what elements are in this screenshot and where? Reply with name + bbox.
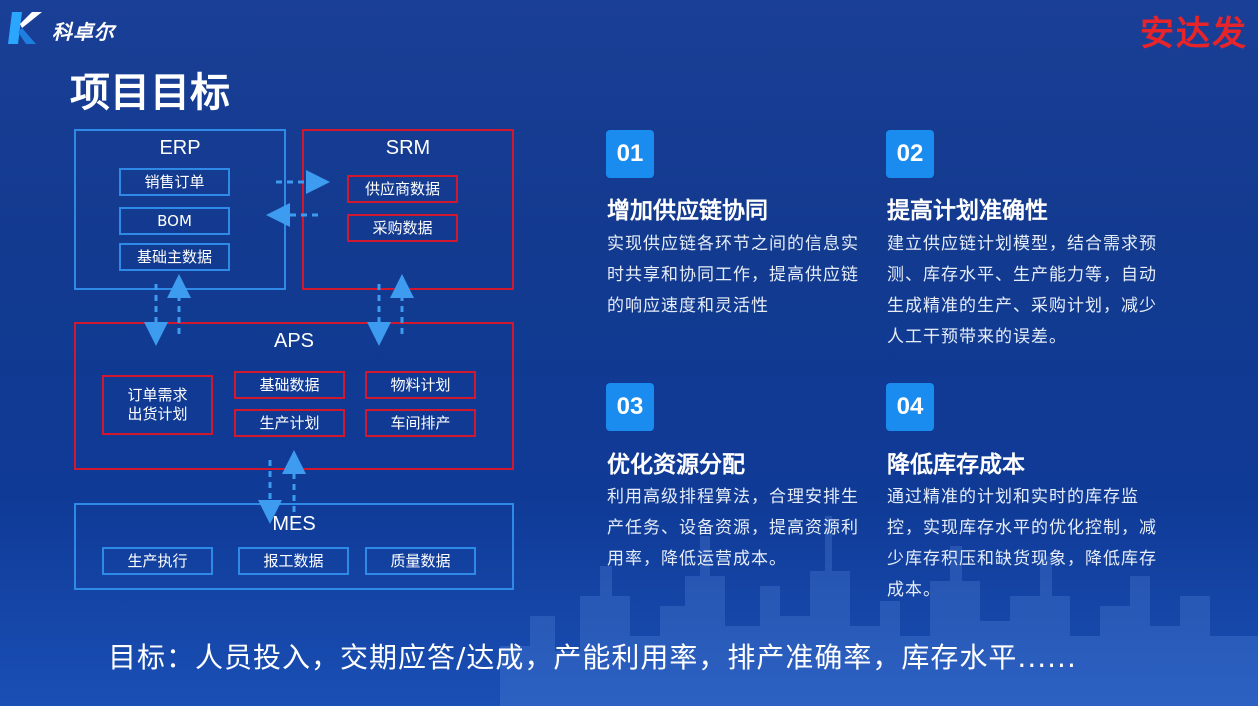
point-1-desc: 实现供应链各环节之间的信息实时共享和协同工作，提高供应链的响应速度和灵活性 bbox=[607, 234, 859, 316]
logo-text: 科卓尔 bbox=[52, 20, 115, 44]
srm-box: SRM bbox=[302, 129, 514, 290]
point-3-title: 优化资源分配 bbox=[607, 452, 745, 478]
aps-title: APS bbox=[273, 330, 315, 352]
erp-item-sales-order: 销售订单 bbox=[119, 168, 230, 196]
page-title: 项目目标 bbox=[70, 70, 230, 116]
point-2-number: 02 bbox=[886, 130, 934, 178]
aps-item-material-plan: 物料计划 bbox=[365, 371, 476, 399]
mes-item-execution: 生产执行 bbox=[102, 547, 213, 575]
point-3-number: 03 bbox=[606, 383, 654, 431]
mes-item-quality-data: 质量数据 bbox=[365, 547, 476, 575]
srm-item-purchase-data: 采购数据 bbox=[347, 214, 458, 242]
srm-title: SRM bbox=[385, 137, 431, 159]
k-logo-icon bbox=[8, 12, 42, 44]
point-4-title: 降低库存成本 bbox=[887, 452, 1025, 478]
aps-item-base-data: 基础数据 bbox=[234, 371, 345, 399]
city-skyline-background bbox=[500, 516, 1258, 706]
company-logo: 科卓尔 bbox=[8, 10, 128, 48]
point-4-number: 04 bbox=[886, 383, 934, 431]
srm-item-supplier-data: 供应商数据 bbox=[347, 175, 458, 203]
aps-item-production-plan: 生产计划 bbox=[234, 409, 345, 437]
erp-item-master-data: 基础主数据 bbox=[119, 243, 230, 271]
aps-item-order-demand: 订单需求 出货计划 bbox=[102, 375, 213, 435]
point-2-title: 提高计划准确性 bbox=[887, 198, 1048, 224]
point-2-desc: 建立供应链计划模型，结合需求预测、库存水平、生产能力等，自动生成精准的生产、采购… bbox=[887, 234, 1157, 347]
point-1-title: 增加供应链协同 bbox=[607, 198, 768, 224]
point-1-number: 01 bbox=[606, 130, 654, 178]
erp-item-bom: BOM bbox=[119, 207, 230, 235]
point-3-desc: 利用高级排程算法，合理安排生产任务、设备资源，提高资源利用率，降低运营成本。 bbox=[607, 487, 859, 569]
erp-title: ERP bbox=[159, 137, 201, 159]
mes-item-report-data: 报工数据 bbox=[238, 547, 349, 575]
goal-summary: 目标：人员投入，交期应答/达成，产能利用率，排产准确率，库存水平...... bbox=[108, 641, 1077, 674]
brand-name: 安达发 bbox=[1140, 14, 1248, 54]
point-4-desc: 通过精准的计划和实时的库存监控，实现库存水平的优化控制，减少库存积压和缺货现象，… bbox=[887, 487, 1157, 600]
aps-item-workshop-scheduling: 车间排产 bbox=[365, 409, 476, 437]
mes-title: MES bbox=[272, 513, 316, 535]
